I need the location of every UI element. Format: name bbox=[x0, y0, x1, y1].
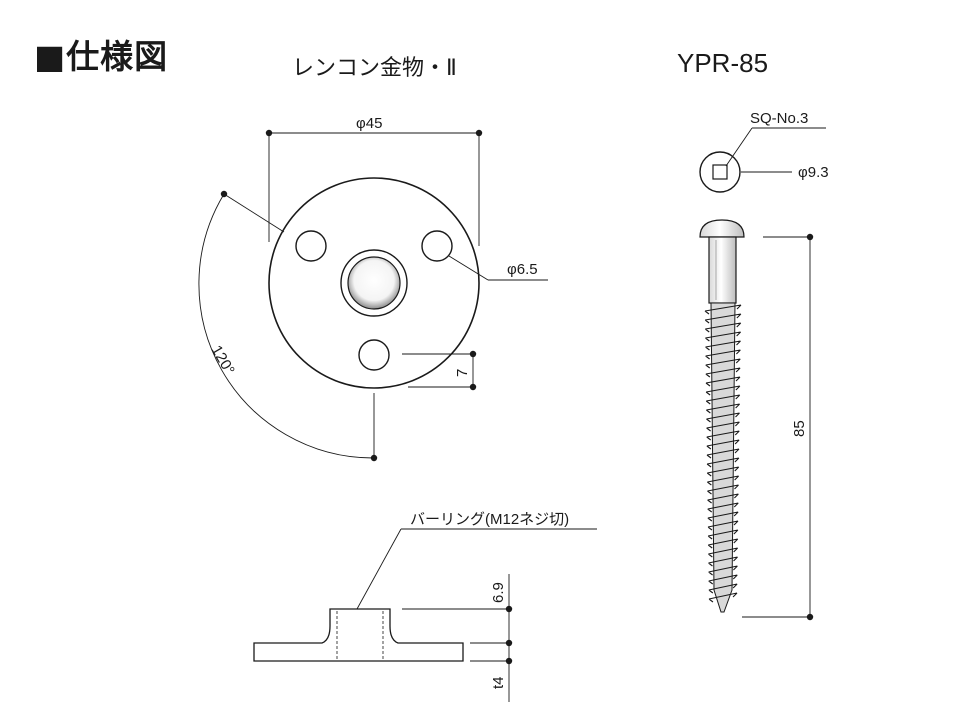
plate-diameter-label: φ45 bbox=[356, 115, 382, 132]
plate-top-view bbox=[268, 177, 480, 389]
square-drive-recess bbox=[712, 164, 728, 180]
barring-note-label: バーリング(M12ネジ切) bbox=[410, 511, 569, 528]
drive-type-label: SQ-No.3 bbox=[750, 110, 808, 127]
plate-outline bbox=[268, 177, 480, 389]
hole-diameter-leader bbox=[448, 255, 548, 281]
spec-heading: ■仕様図 bbox=[34, 37, 169, 76]
screw-head-top-view bbox=[699, 151, 741, 193]
screw-threads bbox=[704, 304, 742, 603]
screw-length-dimension bbox=[742, 233, 814, 621]
center-bore-outer bbox=[340, 249, 408, 317]
angle-dot-bottom bbox=[370, 454, 378, 462]
hole-angle-dimension bbox=[198, 193, 375, 459]
plate-thickness-label: t4 bbox=[490, 676, 507, 689]
thread-crests bbox=[704, 304, 742, 603]
product-title-renkon: レンコン金物・Ⅱ bbox=[292, 56, 457, 81]
head-diameter-label: φ9.3 bbox=[798, 164, 829, 181]
hole-offset-dimension bbox=[402, 350, 477, 391]
screw-head-circle bbox=[699, 151, 741, 193]
drive-leader bbox=[725, 127, 826, 173]
barring-leader bbox=[356, 528, 597, 610]
screw-side-view bbox=[699, 219, 745, 613]
boss-height-label: 6.9 bbox=[490, 582, 507, 603]
product-title-screw: YPR-85 bbox=[677, 48, 769, 78]
screw-head bbox=[699, 219, 745, 238]
hole-offset-label: 7 bbox=[454, 369, 471, 377]
screw-shank bbox=[708, 236, 737, 304]
screw-core bbox=[710, 302, 736, 613]
side-height-dimensions bbox=[402, 574, 513, 702]
plate-side-view bbox=[253, 608, 464, 662]
plate-diameter-dimension bbox=[265, 129, 483, 246]
hole-bottom bbox=[358, 339, 390, 371]
hole-upper-right bbox=[421, 230, 453, 262]
screw-length-label: 85 bbox=[791, 420, 808, 437]
hole-angle-label: 120° bbox=[208, 343, 238, 378]
center-bore-inner bbox=[347, 256, 401, 310]
hole-upper-left bbox=[295, 230, 327, 262]
angle-dot-top bbox=[220, 190, 228, 198]
hole-diameter-label: φ6.5 bbox=[507, 261, 538, 278]
